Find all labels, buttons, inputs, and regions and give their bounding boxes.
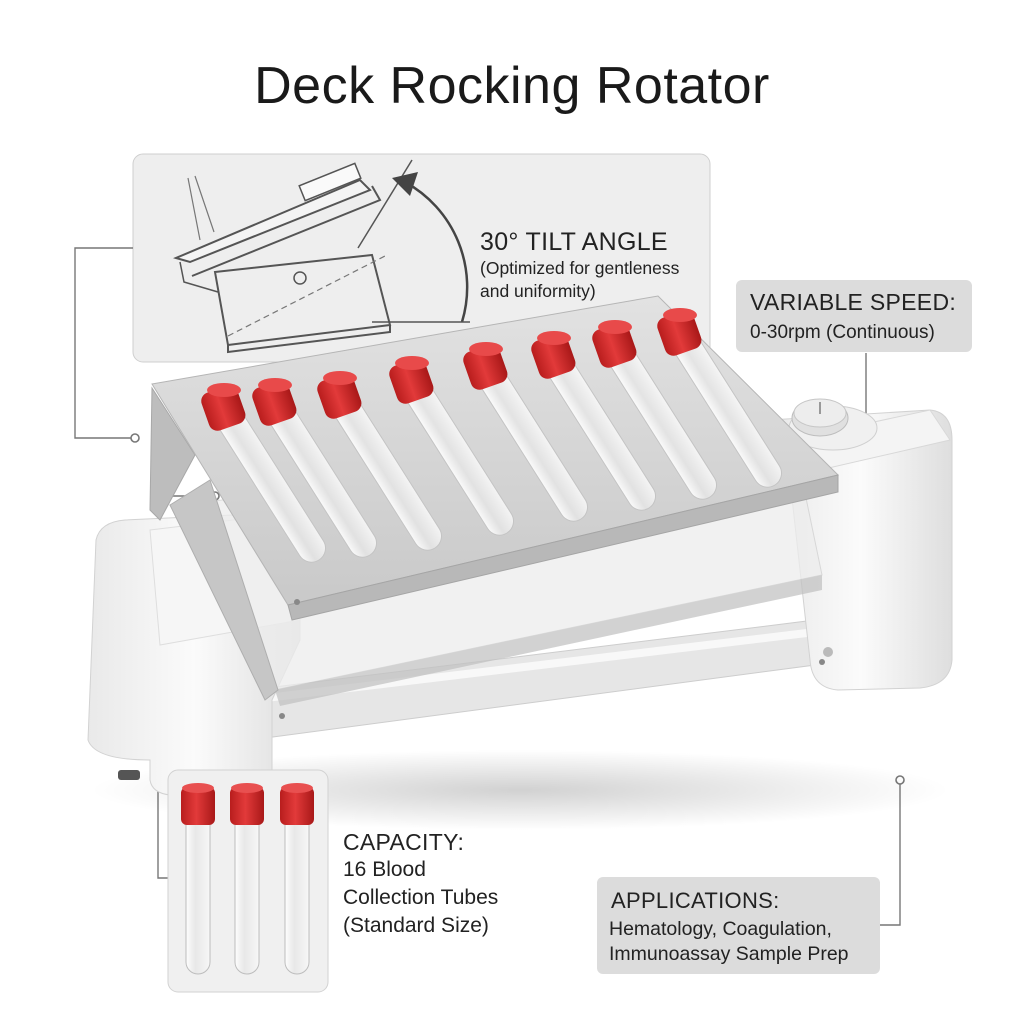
sample-tube xyxy=(181,783,215,975)
blood-tube xyxy=(657,308,783,488)
capacity-inset xyxy=(167,769,329,993)
tube-cap xyxy=(181,787,215,825)
capacity-heading: CAPACITY: xyxy=(343,829,465,855)
applications-line-1: Hematology, Coagulation, xyxy=(609,918,832,940)
applications-line-2: Immunoassay Sample Prep xyxy=(609,943,849,965)
capacity-line-1: 16 Blood xyxy=(343,858,426,881)
blood-tube xyxy=(201,383,327,563)
capacity-line-3: (Standard Size) xyxy=(343,914,489,937)
blood-tube xyxy=(463,342,589,522)
tube-cap xyxy=(389,358,434,404)
blood-tube xyxy=(317,371,443,551)
tilt-angle-callout: 30° TILT ANGLE (Optimized for gentleness… xyxy=(480,228,679,303)
tube-cap xyxy=(280,787,314,825)
tube-cap xyxy=(592,322,637,368)
blood-tube xyxy=(389,356,515,536)
tube-cap xyxy=(531,333,576,379)
tube-cap xyxy=(317,373,362,419)
blood-tube xyxy=(252,378,378,558)
speed-heading: VARIABLE SPEED: xyxy=(750,289,957,315)
sample-tube xyxy=(230,783,264,975)
tube-cap xyxy=(230,787,264,825)
speed-knob[interactable] xyxy=(788,398,878,451)
tube-cap xyxy=(463,344,508,390)
tilt-line-1: (Optimized for gentleness xyxy=(480,258,680,278)
tube-rack xyxy=(201,308,783,563)
applications-callout: APPLICATIONS: Hematology, Coagulation, I… xyxy=(597,877,880,974)
tube-cap xyxy=(201,385,246,431)
variable-speed-callout: VARIABLE SPEED: 0-30rpm (Continuous) xyxy=(736,280,972,352)
applications-heading: APPLICATIONS: xyxy=(611,888,780,913)
capacity-callout: CAPACITY: 16 Blood Collection Tubes (Sta… xyxy=(343,829,498,940)
page-title: Deck Rocking Rotator xyxy=(254,57,770,115)
tilt-line-2: and uniformity) xyxy=(480,281,596,301)
blood-tube xyxy=(531,331,657,511)
tube-cap xyxy=(252,380,297,426)
blood-tube xyxy=(592,320,718,500)
tube-cap xyxy=(657,310,702,356)
tilt-diagram-inset xyxy=(132,153,711,363)
speed-value: 0-30rpm (Continuous) xyxy=(750,322,935,343)
tilt-heading: 30° TILT ANGLE xyxy=(480,228,668,256)
upper-tray xyxy=(151,295,839,719)
capacity-line-2: Collection Tubes xyxy=(343,886,499,909)
sample-tube xyxy=(280,783,314,975)
